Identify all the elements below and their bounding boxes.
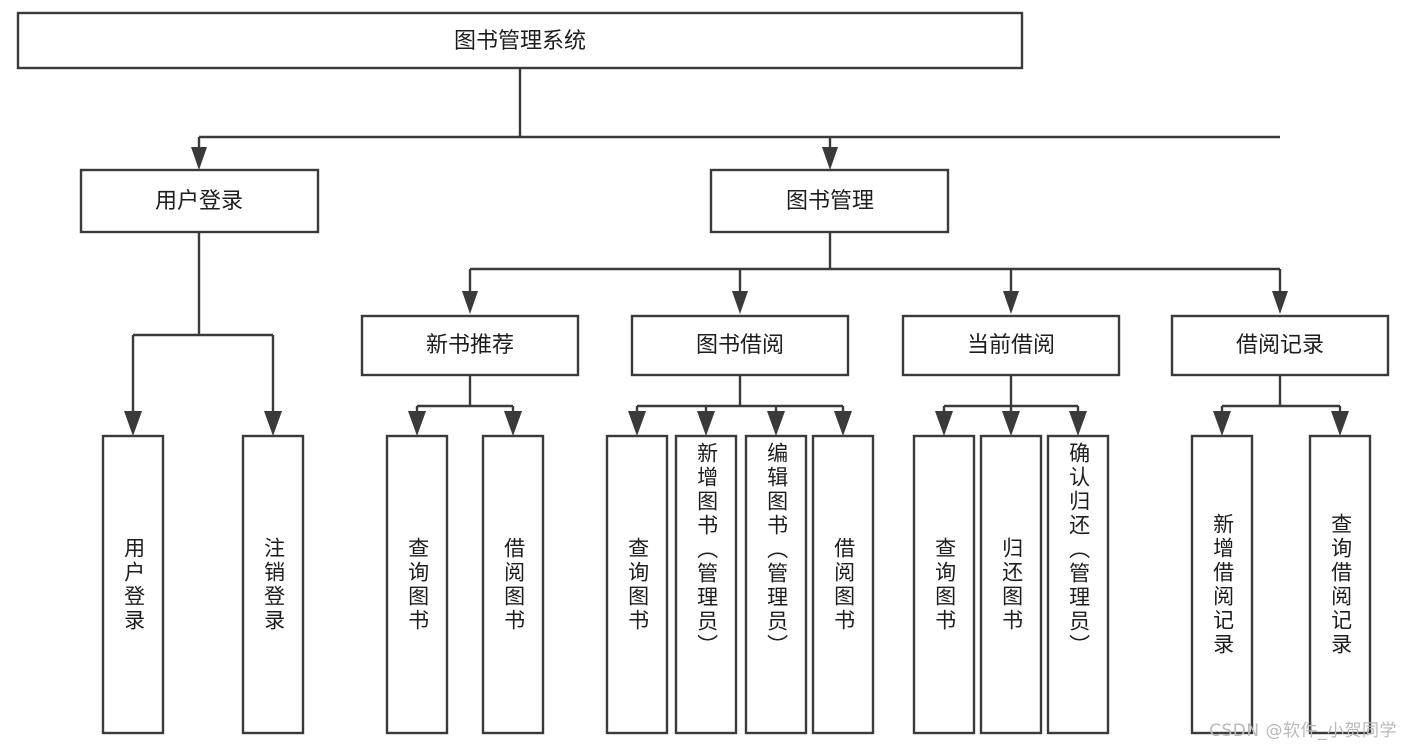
node-book-borrow-label: 图书借阅 [696, 333, 784, 358]
leaf-user-logout[interactable] [241, 434, 305, 735]
leaf-bb-edit-book[interactable] [744, 434, 808, 735]
connector-root-to-level2 [191, 68, 1280, 170]
node-book-manage[interactable]: 图书管理 [709, 168, 950, 234]
leaf-br-add-record[interactable] [1190, 434, 1254, 735]
leaf-bb-add-book[interactable] [674, 434, 738, 735]
node-borrow-record-label: 借阅记录 [1236, 333, 1324, 358]
leaf-br-query-record[interactable] [1308, 434, 1372, 735]
node-new-book-recommend-label: 新书推荐 [426, 333, 514, 358]
connector-userlogin-to-leaves [124, 232, 282, 436]
connector-bookborrow-to-leaves [628, 375, 852, 436]
connector-currentborrow-to-leaves [935, 375, 1087, 436]
node-borrow-record[interactable]: 借阅记录 [1170, 314, 1390, 377]
node-new-book-recommend[interactable]: 新书推荐 [360, 314, 580, 377]
connector-newbook-to-leaves [408, 375, 522, 436]
node-root[interactable]: 图书管理系统 [16, 11, 1024, 70]
leaf-nb-borrow-book[interactable] [481, 434, 545, 735]
node-current-borrow-label: 当前借阅 [967, 333, 1055, 358]
leaf-cb-return-book[interactable] [979, 434, 1043, 735]
node-book-manage-label: 图书管理 [786, 189, 874, 214]
node-current-borrow[interactable]: 当前借阅 [901, 314, 1121, 377]
leaf-user-login[interactable] [101, 434, 165, 735]
node-root-label: 图书管理系统 [454, 29, 586, 54]
leaf-bb-query-book[interactable] [605, 434, 669, 735]
node-user-login-label: 用户登录 [155, 189, 243, 214]
leaf-nb-query-book[interactable] [385, 434, 449, 735]
node-book-borrow[interactable]: 图书借阅 [630, 314, 850, 377]
leaf-bb-borrow-book[interactable] [811, 434, 875, 735]
leaf-cb-query-book[interactable] [912, 434, 976, 735]
connector-borrowrecord-to-leaves [1213, 375, 1349, 436]
node-user-login[interactable]: 用户登录 [79, 168, 320, 234]
leaf-cb-confirm-return[interactable] [1046, 434, 1110, 735]
connector-bookmanage-to-level3 [462, 232, 1288, 314]
